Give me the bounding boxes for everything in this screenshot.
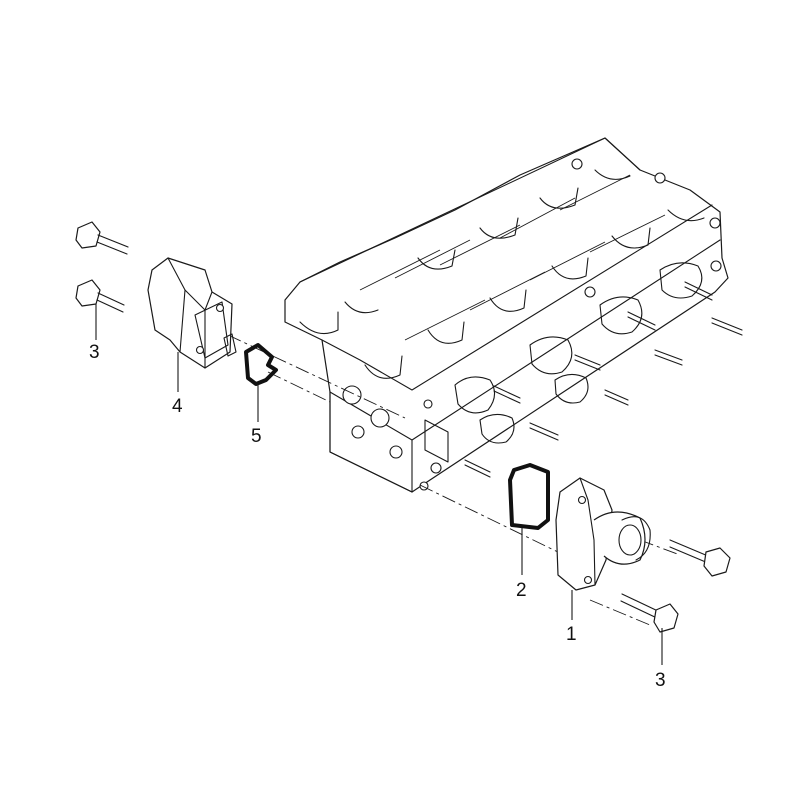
left-bolts	[75, 221, 129, 313]
callout-5: 5	[251, 426, 262, 447]
right-gasket	[508, 463, 550, 530]
assembly-centerlines	[227, 334, 681, 626]
thermostat-housing	[555, 477, 651, 591]
callout-4: 4	[172, 396, 183, 417]
callout-2: 2	[516, 580, 527, 601]
right-bolts	[620, 539, 731, 633]
callout-3-right: 3	[655, 670, 666, 691]
left-coolant-housing	[147, 257, 237, 369]
callout-3-left: 3	[89, 342, 100, 363]
left-gasket	[244, 343, 278, 386]
leader-lines	[95, 304, 663, 665]
head-studs	[464, 281, 743, 478]
callout-1: 1	[566, 624, 577, 645]
cylinder-head	[284, 137, 729, 493]
